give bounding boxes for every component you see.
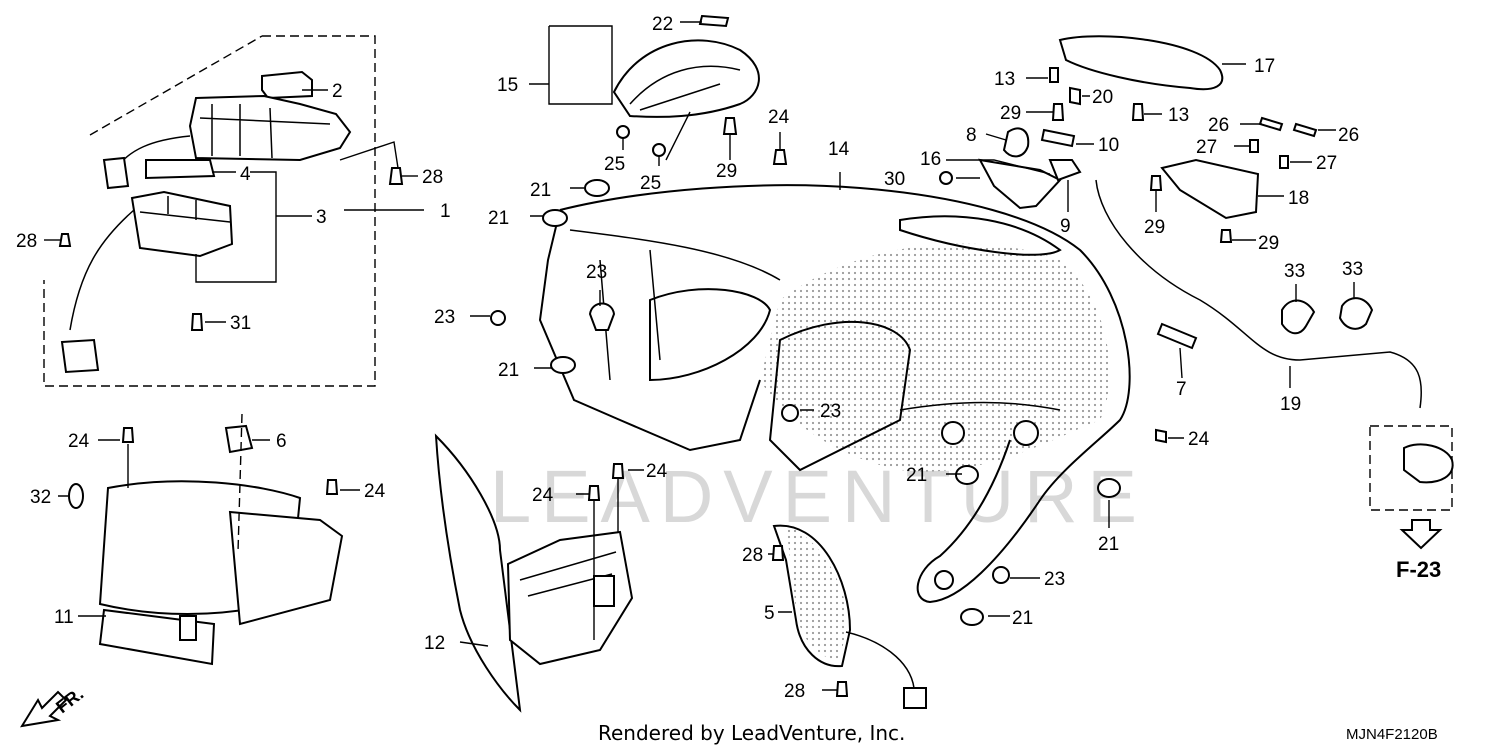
side-panel-part-5 — [768, 524, 927, 709]
callout-33: 33 — [1284, 261, 1305, 282]
assembly-1-group — [43, 35, 424, 387]
diagram-code: MJN4F2120B — [1346, 726, 1438, 743]
callout-28: 28 — [422, 167, 443, 188]
front-arrow-icon — [19, 690, 68, 728]
callout-24: 24 — [1188, 429, 1210, 450]
callout-28: 28 — [16, 231, 37, 252]
glovebox-lid-part-11 — [58, 413, 360, 666]
callout-26: 26 — [1338, 125, 1359, 146]
callout-26: 26 — [1208, 115, 1229, 136]
meter-cover-part-15 — [529, 14, 760, 166]
front-arrow-label: FR. — [52, 684, 87, 718]
callout-13: 13 — [1168, 105, 1189, 126]
callout-21: 21 — [906, 465, 927, 486]
callout-25: 25 — [604, 154, 625, 175]
callout-2: 2 — [332, 81, 343, 102]
callout-29: 29 — [1144, 217, 1165, 238]
callout-9: 9 — [1060, 216, 1071, 237]
inner-cowl-part-14 — [538, 184, 1131, 604]
callout-24: 24 — [68, 431, 90, 452]
callout-3: 3 — [316, 207, 327, 228]
callout-24: 24 — [532, 485, 554, 506]
callout-21: 21 — [530, 180, 551, 201]
grommets-21 — [542, 179, 1121, 626]
callout-33: 33 — [1342, 259, 1363, 280]
callout-28: 28 — [742, 545, 763, 566]
callout-10: 10 — [1098, 135, 1119, 156]
callout-15: 15 — [497, 75, 518, 96]
inner-box-part-12 — [434, 433, 644, 713]
callout-23: 23 — [586, 262, 607, 283]
callout-30: 30 — [884, 169, 905, 190]
callout-13: 13 — [994, 69, 1015, 90]
callout-1: 1 — [440, 201, 451, 222]
callout-29: 29 — [1258, 233, 1279, 254]
reference-label-f23: F-23 — [1396, 557, 1441, 582]
callout-29: 29 — [716, 161, 737, 182]
callout-22: 22 — [652, 14, 673, 35]
callout-32: 32 — [30, 487, 51, 508]
callout-24: 24 — [768, 107, 790, 128]
callout-23: 23 — [434, 307, 455, 328]
callout-24: 24 — [646, 461, 668, 482]
callout-17: 17 — [1254, 56, 1275, 77]
callout-29: 29 — [1000, 103, 1021, 124]
callout-20: 20 — [1092, 87, 1113, 108]
callout-11: 11 — [54, 607, 74, 628]
callout-28: 28 — [784, 681, 805, 702]
callout-25: 25 — [640, 173, 661, 194]
callout-23: 23 — [1044, 569, 1065, 590]
callout-24: 24 — [364, 481, 386, 502]
callout-5: 5 — [764, 603, 775, 624]
callout-21: 21 — [1098, 534, 1119, 555]
callout-27: 27 — [1196, 137, 1217, 158]
callout-23: 23 — [820, 401, 841, 422]
lid-part-17 — [939, 35, 1423, 409]
fasteners-misc — [470, 132, 1184, 617]
callout-8: 8 — [966, 125, 977, 146]
callout-16: 16 — [920, 149, 941, 170]
footer-credit: Rendered by LeadVenture, Inc. — [598, 721, 905, 745]
callout-21: 21 — [488, 208, 509, 229]
callout-4: 4 — [240, 164, 251, 185]
callout-21: 21 — [1012, 608, 1033, 629]
callout-7: 7 — [1176, 379, 1187, 400]
callout-31: 31 — [230, 313, 251, 334]
key-cylinder-reference-box — [1369, 425, 1454, 550]
callout-21: 21 — [498, 360, 519, 381]
callout-6: 6 — [276, 431, 287, 452]
callout-19: 19 — [1280, 394, 1301, 415]
callout-18: 18 — [1288, 188, 1309, 209]
callout-14: 14 — [828, 139, 850, 160]
callout-12: 12 — [424, 633, 445, 654]
callout-27: 27 — [1316, 153, 1337, 174]
